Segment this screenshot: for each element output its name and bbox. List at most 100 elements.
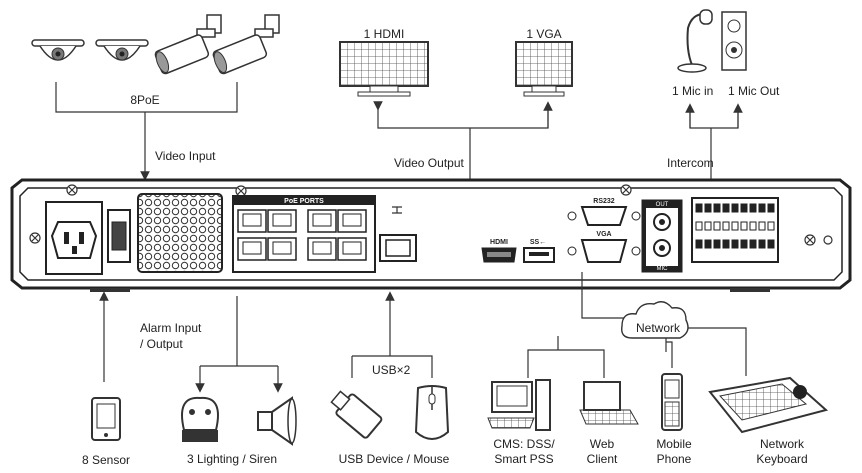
usb-drive-icon [330,390,383,439]
network-label: Network [635,321,680,335]
microphone-icon [677,9,713,73]
poe-port [337,209,367,233]
audio-out-label: OUT [656,202,669,208]
poe-port [307,209,337,233]
speaker-icon [721,11,747,71]
poe-port [237,209,267,233]
usb-connector [351,291,433,378]
rs232-port: RS232 [567,198,641,226]
hdmi-port: HDMI [481,239,517,263]
hdmi-port-label: HDMI [490,239,508,246]
poe-label: 8PoE [130,93,160,107]
poe-ports-label: PoE PORTS [284,198,324,205]
network-connector [527,272,747,378]
dome-camera-icon [95,39,149,61]
alarm-terminal-pin [758,203,766,213]
alarm-terminal-pin [740,239,748,249]
alarm-terminal-pin [749,203,757,213]
alarm-io-connector [195,296,283,393]
alarm-io-label-line2: / Output [140,337,183,351]
web-client-label-line2: Client [586,452,618,466]
audio-jacks: OUT MIC [641,199,683,273]
alarm-terminal-pin [722,239,730,249]
screw-icon [29,184,833,246]
alarm-terminal-pin [767,239,775,249]
alarm-terminal-pin [713,221,721,231]
poe-port [267,237,297,261]
poe-port [237,237,267,261]
audio-mic-label: MIC [657,266,669,272]
mic-out-label: 1 Mic Out [728,84,780,98]
network-cloud-icon [621,301,689,339]
mobile-phone-label-line1: Mobile [656,437,692,451]
lan-port [379,206,417,262]
alarm-terminal-pin [695,221,703,231]
vga-port-label: VGA [596,231,611,238]
alarm-terminal-pin [731,221,739,231]
alarm-terminal-pin [758,221,766,231]
network-keyboard-label-line2: Keyboard [756,452,808,466]
alarm-terminal-pin [695,239,703,249]
poe-ports [237,209,367,261]
sensor-icon [91,397,121,441]
alarm-terminal-pin [704,203,712,213]
alarm-terminal-pin [731,239,739,249]
vga-monitor-icon [515,41,573,97]
alarm-terminal-pin [713,239,721,249]
alarm-terminals [695,203,775,249]
power-socket [45,201,103,275]
poe-port [267,209,297,233]
video-input-connector [55,82,238,181]
mobile-phone-label-line2: Phone [656,452,692,466]
poe-port [337,237,367,261]
video-output-connector [373,101,553,180]
video-output-label: Video Output [394,156,464,170]
hdmi-label: 1 HDMI [363,27,405,41]
poe-port [307,237,337,261]
mobile-phone-icon [661,373,683,431]
usb-x2-label: USB×2 [372,363,411,377]
bullet-camera-icon [154,14,222,75]
alarm-terminal-pin [767,203,775,213]
desktop-computer-icon [487,379,551,431]
mouse-icon [414,385,450,440]
siren-icon [257,396,297,446]
cms-label-line2: Smart PSS [494,452,554,466]
alarm-io-label-line1: Alarm Input [140,321,202,335]
sensor-label: 8 Sensor [81,453,131,467]
mic-in-label: 1 Mic in [672,84,714,98]
network-keyboard-label-line1: Network [759,437,804,451]
fan-vent [137,193,223,273]
bullet-camera-icon [212,14,280,75]
usb-device-label: USB Device / Mouse [338,452,450,466]
alarm-terminal-pin [758,239,766,249]
network-keyboard-icon [708,376,829,434]
intercom-connector [685,103,743,180]
alarm-terminal-pin [749,239,757,249]
alarm-terminal-pin [695,203,703,213]
alarm-terminal-pin [731,203,739,213]
power-switch [107,209,131,263]
alarm-terminal-pin [704,221,712,231]
usb-port-label: SS← [530,239,546,246]
alarm-terminal-pin [722,203,730,213]
alarm-terminal-pin [722,221,730,231]
alarm-terminal-pin [767,221,775,231]
lighting-icon [181,396,219,442]
hdmi-monitor-icon [339,41,429,97]
alarm-terminal-pin [704,239,712,249]
usb-port: SS← [523,239,555,263]
rs232-label: RS232 [593,198,615,205]
laptop-icon [579,381,639,425]
vga-label: 1 VGA [526,27,562,41]
cms-label-line1: CMS: DSS/ [493,437,555,451]
alarm-terminal-pin [740,221,748,231]
alarm-terminal-pin [749,221,757,231]
intercom-label: Intercom [667,156,714,170]
vga-port: VGA [567,231,641,263]
alarm-terminal-pin [713,203,721,213]
web-client-label-line1: Web [589,437,615,451]
lighting-siren-label: 3 Lighting / Siren [186,452,278,466]
dome-camera-icon [31,39,85,61]
